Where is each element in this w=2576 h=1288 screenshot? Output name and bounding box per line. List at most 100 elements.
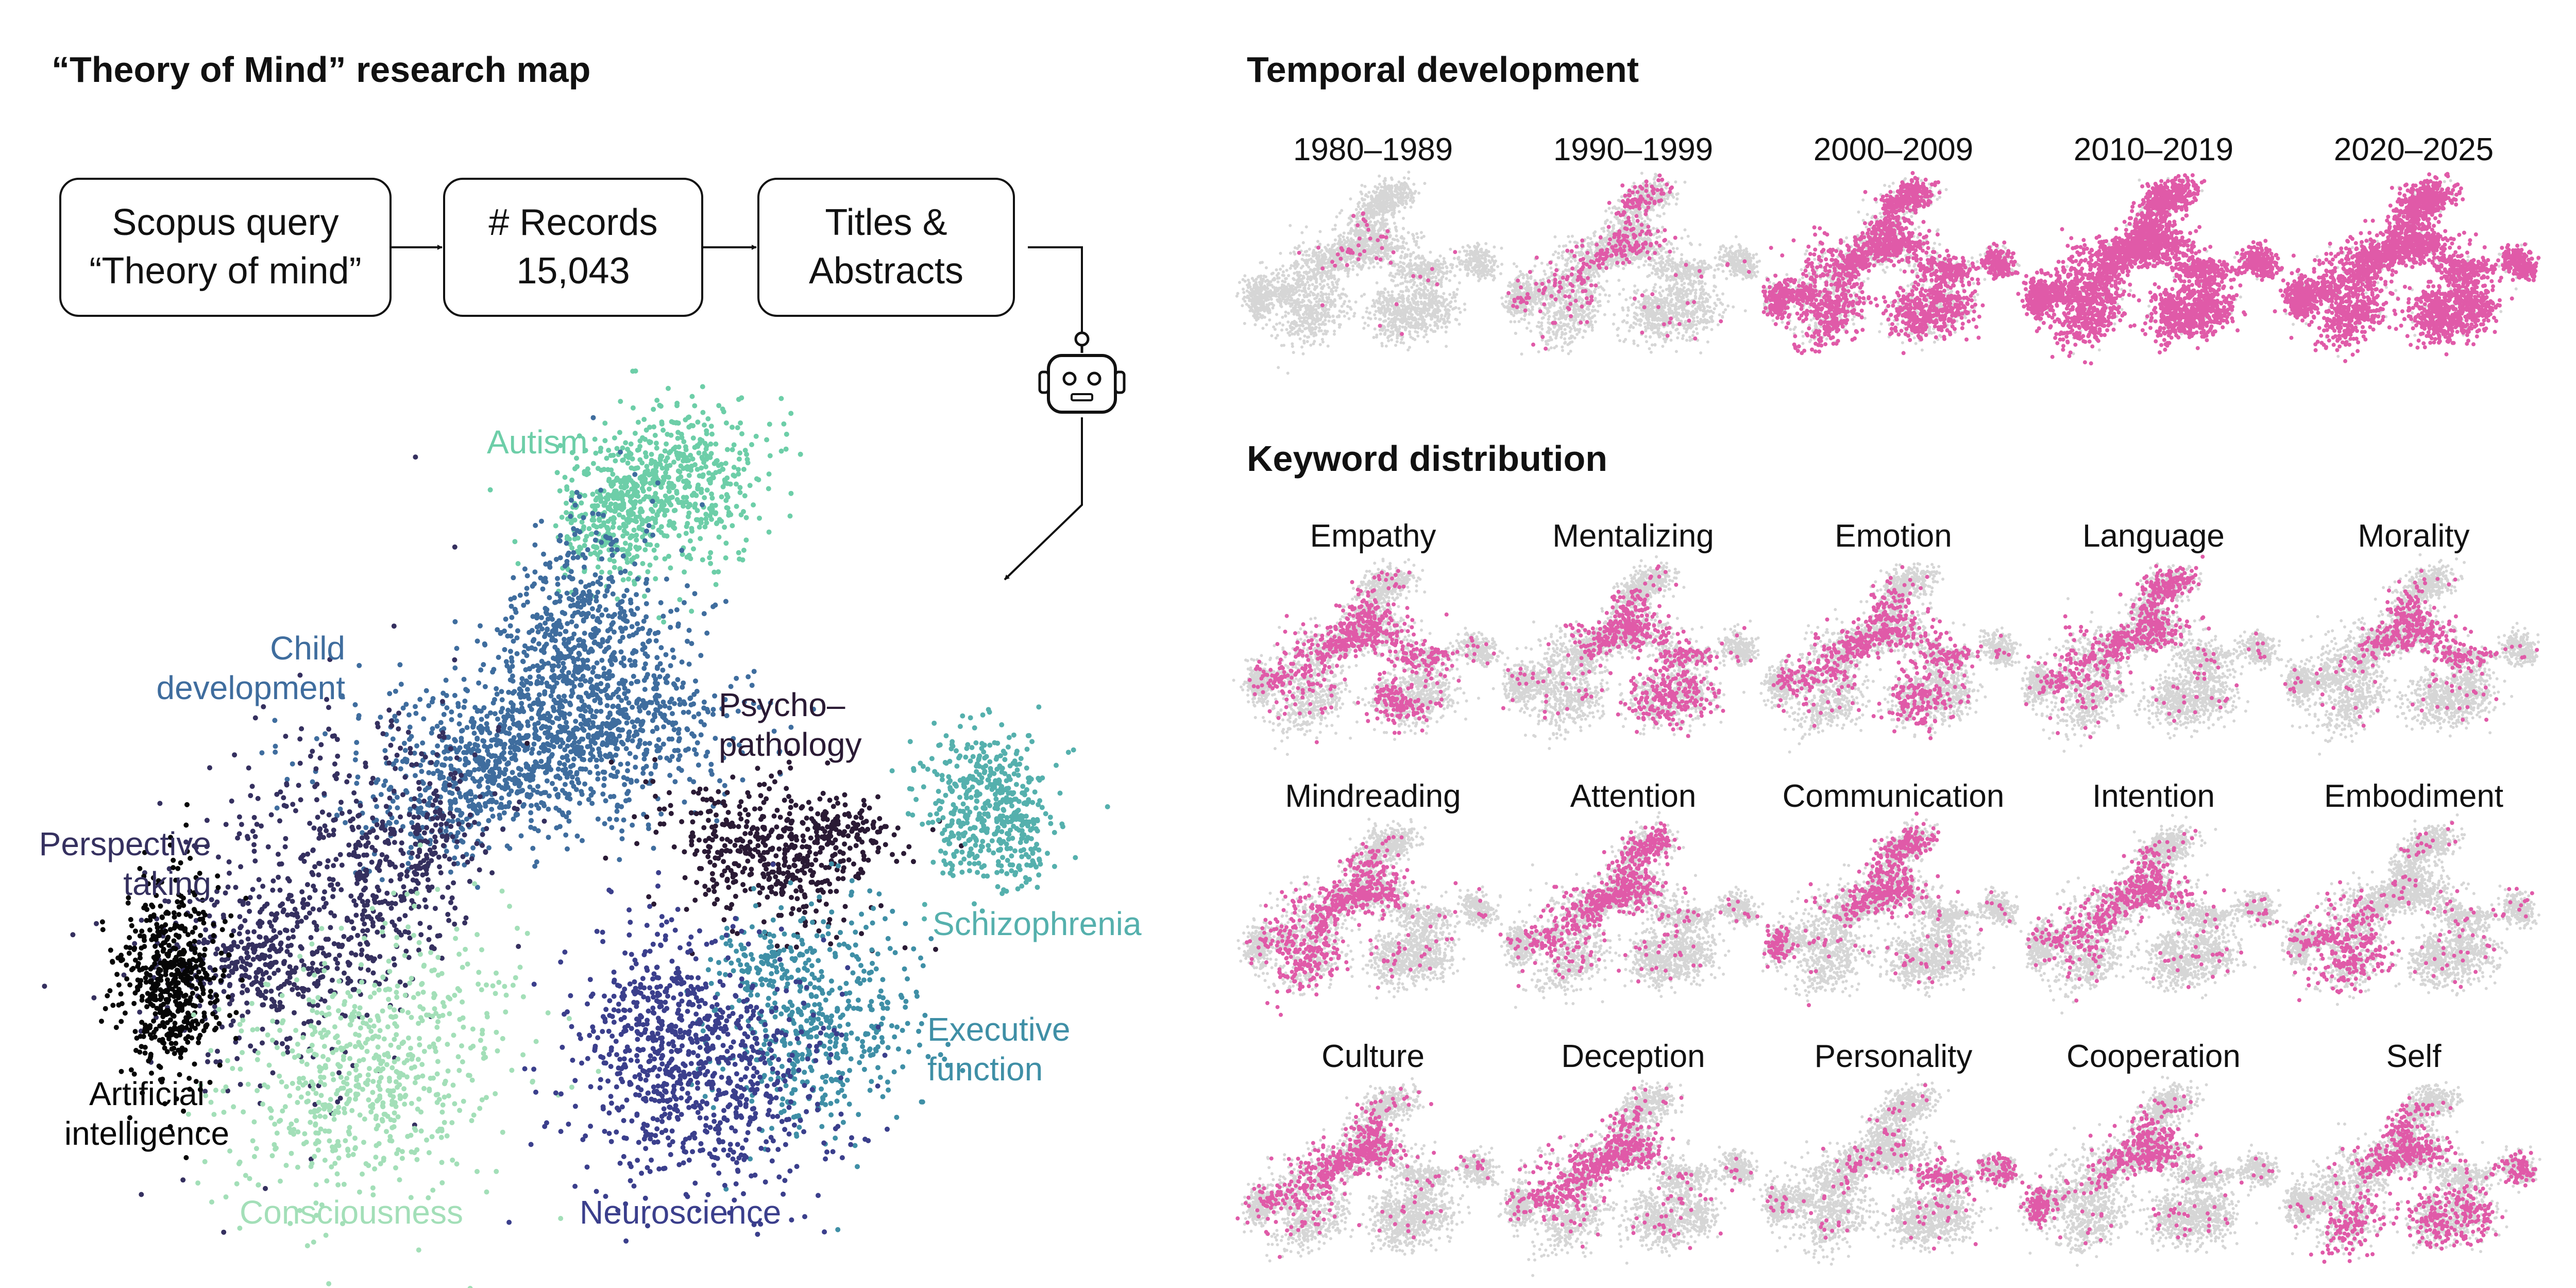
map-point [982, 755, 987, 760]
map-point [418, 921, 423, 926]
map-point [648, 563, 653, 568]
map-point [735, 425, 740, 430]
map-point [414, 743, 419, 749]
map-point [702, 422, 707, 428]
map-point [564, 501, 569, 506]
map-point [677, 736, 682, 741]
map-point [654, 440, 659, 446]
map-point [668, 565, 673, 570]
map-point [624, 746, 629, 751]
map-point [721, 917, 726, 922]
map-point [611, 652, 616, 657]
map-point [337, 953, 342, 958]
map-point [437, 933, 443, 938]
map-point [473, 808, 479, 813]
map-point [594, 598, 599, 603]
map-point [816, 958, 821, 963]
map-point [725, 505, 731, 511]
map-point [942, 838, 947, 843]
map-point [651, 673, 656, 679]
map-point [711, 889, 717, 894]
map-point [669, 737, 674, 742]
map-point [719, 494, 724, 499]
map-point [346, 842, 351, 848]
map-point [398, 815, 403, 820]
map-point [331, 863, 336, 868]
map-point [227, 1002, 232, 1007]
map-point [272, 960, 277, 965]
map-point [612, 630, 617, 635]
map-point [737, 485, 742, 490]
map-point [361, 853, 366, 858]
map-point [1009, 798, 1014, 803]
map-point [528, 810, 533, 816]
map-point [950, 818, 955, 823]
map-point [557, 761, 562, 766]
map-point [842, 792, 848, 798]
map-point [616, 505, 621, 511]
map-point [489, 807, 494, 812]
map-point [392, 962, 397, 968]
map-point [410, 898, 415, 903]
map-point [968, 758, 973, 764]
map-point [553, 523, 558, 529]
map-point [418, 805, 423, 810]
map-point [700, 384, 705, 389]
map-point [995, 828, 1000, 834]
map-point [761, 850, 767, 855]
map-point [628, 499, 633, 504]
map-point [338, 800, 344, 805]
map-point [716, 569, 721, 574]
map-point [423, 754, 428, 759]
map-point [841, 858, 846, 863]
map-point [624, 696, 629, 701]
map-point [614, 817, 619, 822]
map-point [543, 562, 548, 567]
map-point [691, 435, 696, 440]
map-point [756, 477, 761, 482]
map-point [224, 822, 229, 827]
map-point [725, 837, 730, 842]
map-point [555, 794, 561, 800]
map-point [644, 601, 649, 606]
map-point [846, 857, 852, 862]
map-point [526, 646, 531, 651]
map-point [676, 533, 682, 538]
map-point [643, 779, 648, 784]
map-point [260, 977, 265, 982]
map-point [710, 712, 716, 717]
map-point [314, 736, 319, 741]
map-point [668, 609, 673, 614]
map-point [683, 875, 688, 880]
map-point [542, 689, 547, 694]
map-point [730, 774, 735, 779]
map-point [245, 955, 250, 960]
map-point [334, 812, 340, 818]
map-point [214, 900, 219, 905]
map-point [790, 906, 795, 911]
map-point [599, 613, 604, 618]
map-point [423, 904, 429, 909]
map-point [603, 687, 608, 692]
map-point [586, 704, 591, 709]
map-point [662, 806, 667, 811]
map-point [354, 740, 359, 745]
map-point [264, 902, 269, 907]
map-point [869, 838, 874, 843]
map-point [686, 511, 691, 516]
map-point [682, 800, 687, 805]
map-point [221, 912, 226, 918]
map-point [757, 782, 762, 787]
map-point [277, 930, 282, 936]
map-point [569, 693, 574, 699]
map-point [730, 447, 735, 452]
map-point [437, 864, 442, 869]
map-point [986, 814, 991, 819]
map-point [621, 655, 626, 660]
map-point [351, 790, 357, 795]
map-point [597, 517, 602, 522]
map-point [705, 416, 710, 421]
map-point [668, 625, 673, 630]
map-point [967, 861, 972, 866]
map-point [997, 790, 1003, 795]
